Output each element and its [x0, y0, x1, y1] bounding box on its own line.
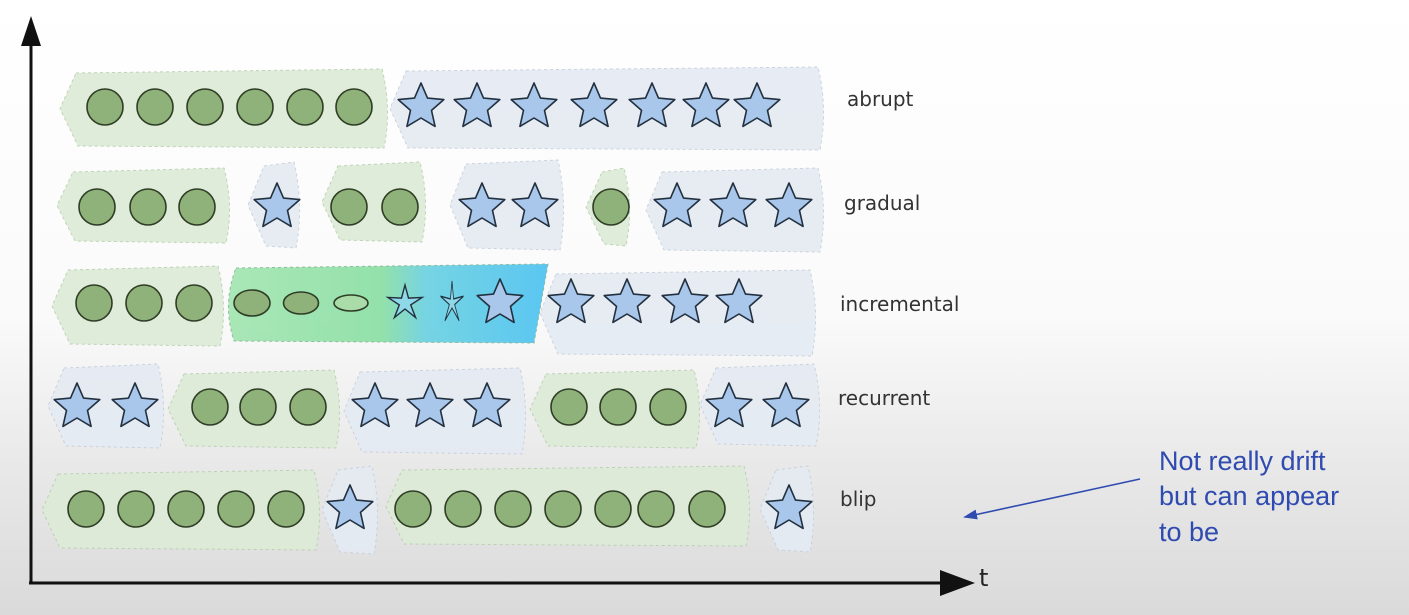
row-2-symbol-7-morph-star	[440, 280, 464, 322]
row-4-symbol-8-circle	[494, 490, 532, 528]
row-4-symbol-2-circle	[167, 490, 205, 528]
row-0-symbol-4-circle	[286, 88, 324, 126]
row-label-abrupt: abrupt	[847, 87, 914, 111]
row-3-symbol-10-circle	[649, 388, 687, 426]
row-3-symbol-12-star	[762, 382, 810, 428]
row-1-symbol-1-circle	[129, 188, 167, 226]
row-label-gradual: gradual	[844, 191, 920, 215]
annotation: Not really drift but can appear to be	[963, 446, 1339, 547]
row-1-symbol-2-circle	[178, 188, 216, 226]
row-3-symbol-6-star	[406, 382, 454, 428]
row-3-symbol-9-circle	[599, 388, 637, 426]
row-1-symbol-5-circle	[381, 188, 419, 226]
row-3-symbol-8-circle	[550, 388, 588, 426]
annotation-line-3: to be	[1159, 517, 1219, 547]
row-0-symbol-11-star	[682, 82, 730, 128]
row-2-symbol-2-circle	[175, 284, 213, 322]
row-2-symbol-10-star	[603, 278, 651, 324]
annotation-line-1: Not really drift	[1159, 446, 1326, 476]
annotation-line-2: but can appear	[1159, 481, 1339, 511]
row-1-symbol-6-star	[458, 182, 506, 228]
row-label-blip: blip	[840, 487, 877, 511]
row-1-symbol-3-star	[253, 182, 301, 228]
row-1-symbol-4-circle	[330, 188, 368, 226]
row-4-symbol-1-circle	[117, 490, 155, 528]
row-3-symbol-1-star	[111, 382, 159, 428]
row-2-symbol-1-circle	[125, 284, 163, 322]
row-2-symbol-4-ellipse	[282, 291, 320, 315]
region-transition	[227, 263, 549, 344]
row-2-symbol-5-ellipse	[333, 294, 369, 312]
row-3-symbol-3-circle	[239, 388, 277, 426]
row-4-symbol-12-circle	[688, 490, 726, 528]
row-4-symbol-0-circle	[67, 490, 105, 528]
row-0-symbol-9-star	[570, 82, 618, 128]
row-4-symbol-5-star	[326, 484, 374, 530]
row-labels: abrupt gradual incremental recurrent bli…	[838, 87, 959, 511]
symbols	[53, 82, 813, 530]
annotation-arrow	[963, 478, 1141, 520]
row-2-symbol-6-morph-star	[385, 282, 425, 320]
y-axis-arrow-icon	[21, 16, 41, 46]
row-0-symbol-5-circle	[335, 88, 373, 126]
row-0-symbol-10-star	[628, 82, 676, 128]
row-4-symbol-7-circle	[444, 490, 482, 528]
row-1-symbol-0-circle	[78, 188, 116, 226]
row-4-symbol-4-circle	[267, 490, 305, 528]
row-label-recurrent: recurrent	[838, 386, 930, 410]
row-2-symbol-8-star	[476, 278, 524, 324]
row-4-symbol-11-circle	[637, 490, 675, 528]
row-2-symbol-12-star	[715, 278, 763, 324]
axes: t	[21, 16, 988, 596]
row-4-symbol-9-circle	[544, 490, 582, 528]
row-1-symbol-8-circle	[592, 188, 630, 226]
row-3-symbol-4-circle	[289, 388, 327, 426]
row-3-symbol-5-star	[351, 382, 399, 428]
row-0-symbol-7-star	[453, 82, 501, 128]
row-0-symbol-0-circle	[86, 88, 124, 126]
row-0-symbol-8-star	[510, 82, 558, 128]
row-1-symbol-7-star	[511, 182, 559, 228]
row-0-symbol-3-circle	[236, 88, 274, 126]
row-2-symbol-3-ellipse	[233, 289, 271, 317]
row-3-symbol-7-star	[463, 382, 511, 428]
row-0-symbol-2-circle	[186, 88, 224, 126]
row-2-symbol-9-star	[547, 278, 595, 324]
row-4-symbol-10-circle	[594, 490, 632, 528]
row-1-symbol-10-star	[709, 182, 757, 228]
x-axis-arrow-icon	[940, 570, 975, 596]
row-2-symbol-11-star	[661, 278, 709, 324]
row-3-symbol-0-star	[53, 382, 101, 428]
row-0-symbol-1-circle	[136, 88, 174, 126]
row-3-symbol-2-circle	[191, 388, 229, 426]
x-axis-label: t	[979, 564, 988, 592]
row-2-symbol-0-circle	[75, 284, 113, 322]
row-4-symbol-3-circle	[217, 490, 255, 528]
row-1-symbol-11-star	[765, 182, 813, 228]
row-0-symbol-12-star	[733, 82, 781, 128]
row-0-symbol-6-star	[397, 82, 445, 128]
row-4-symbol-6-circle	[394, 490, 432, 528]
row-4-symbol-13-star	[765, 484, 813, 530]
row-label-incremental: incremental	[840, 292, 959, 316]
row-1-symbol-9-star	[653, 182, 701, 228]
row-3-symbol-11-star	[705, 382, 753, 428]
